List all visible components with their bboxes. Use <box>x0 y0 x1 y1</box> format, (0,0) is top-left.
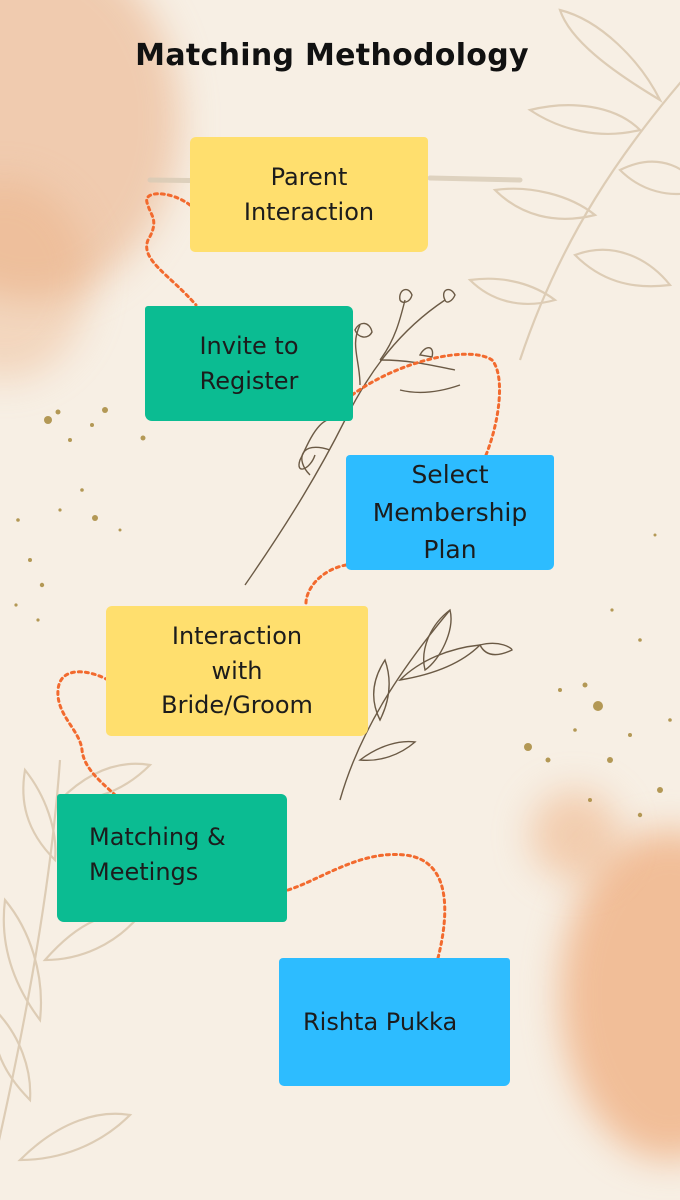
leaf-sprig-icon <box>339 608 513 801</box>
step-parent-interaction: Parent Interaction <box>190 137 428 252</box>
leaf-branch-top-right-icon <box>467 8 680 361</box>
step-label: Rishta Pukka <box>303 1007 458 1036</box>
step-invite-to-register: Invite to Register <box>145 306 353 421</box>
step-label: Parent Interaction <box>243 162 375 226</box>
connector-3 <box>304 563 348 607</box>
connector-4 <box>56 670 117 797</box>
step-label: Interaction with Bride/Groom <box>161 621 313 720</box>
step-rishta-pukka: Rishta Pukka <box>279 958 510 1086</box>
step-matching-meetings: Matching & Meetings <box>57 794 287 922</box>
step-select-membership-plan: Select Membership Plan <box>346 455 554 570</box>
page-title: Matching Methodology <box>135 38 529 73</box>
step-interaction-with-bride-groom: Interaction with Bride/Groom <box>106 606 368 736</box>
gold-speckles <box>14 407 672 818</box>
connector-5 <box>286 852 447 960</box>
step-label: Select Membership Plan <box>372 460 528 565</box>
leaf-branch-bottom-left-icon <box>0 759 153 1162</box>
connector-1 <box>145 192 198 307</box>
flower-sprig-icon <box>244 288 461 586</box>
watercolor-wash-right <box>530 790 620 880</box>
connector-2 <box>350 352 501 457</box>
step-label: Invite to Register <box>199 331 299 395</box>
step-label: Matching & Meetings <box>89 823 226 886</box>
